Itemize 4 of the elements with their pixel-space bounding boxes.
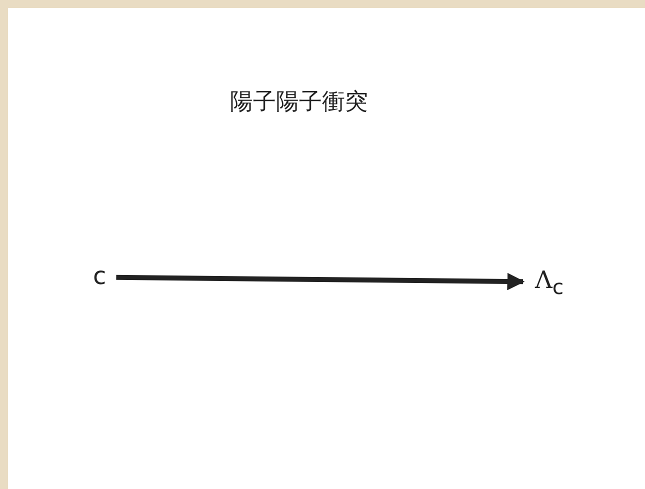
title: 陽子陽子衝突 bbox=[230, 88, 368, 117]
node-label: Λ$_{c}$ bbox=[535, 266, 564, 300]
arrow bbox=[116, 272, 525, 290]
node-label: c bbox=[93, 262, 106, 291]
